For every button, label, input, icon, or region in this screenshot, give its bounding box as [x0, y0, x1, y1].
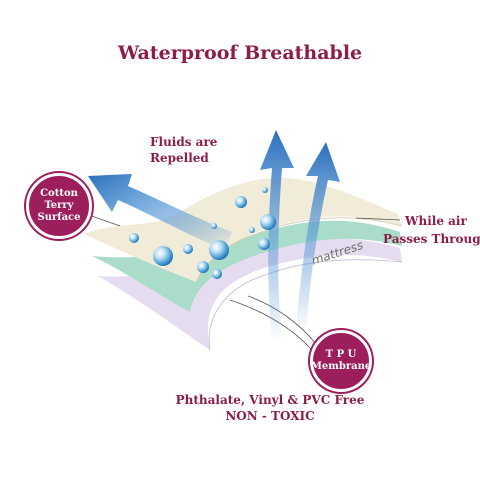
droplet	[235, 196, 247, 208]
air-label-line2: Passes Through	[383, 232, 480, 246]
fluids-label-line1: Fluids are	[150, 135, 218, 149]
bottom-layer	[98, 238, 402, 350]
air-label-line1: While air	[405, 214, 467, 228]
fluids-label: Fluids are Repelled	[150, 134, 217, 166]
droplet	[153, 246, 173, 266]
tpu-badge-line2: Membrane	[310, 361, 372, 372]
droplet	[249, 227, 255, 233]
droplet	[197, 261, 209, 273]
droplet	[183, 244, 193, 254]
non-toxic-label: NON - TOXIC	[225, 409, 315, 423]
droplet	[260, 214, 276, 230]
cotton-badge-line2: Terry	[44, 200, 74, 211]
droplet	[209, 240, 229, 260]
free-of-label: Phthalate, Vinyl & PVC Free	[175, 393, 365, 407]
tpu-badge-line1: T P U	[325, 349, 357, 360]
droplet	[258, 238, 270, 250]
middle-layer	[92, 220, 402, 312]
air-arrow-1	[260, 130, 294, 340]
droplet	[262, 187, 268, 193]
air-arrow-2	[296, 142, 340, 330]
droplet	[212, 269, 222, 279]
tpu-badge: T P U Membrane	[310, 330, 372, 392]
droplet	[129, 233, 139, 243]
fluids-label-line2: Repelled	[150, 151, 209, 165]
cotton-badge-line1: Cotton	[40, 188, 78, 199]
page-title: Waterproof Breathable	[117, 42, 363, 64]
cotton-badge: Cotton Terry Surface	[26, 173, 92, 239]
fluids-arrow	[88, 174, 232, 250]
droplet	[211, 223, 217, 229]
cotton-badge-line3: Surface	[37, 212, 81, 223]
water-droplets	[129, 187, 276, 279]
